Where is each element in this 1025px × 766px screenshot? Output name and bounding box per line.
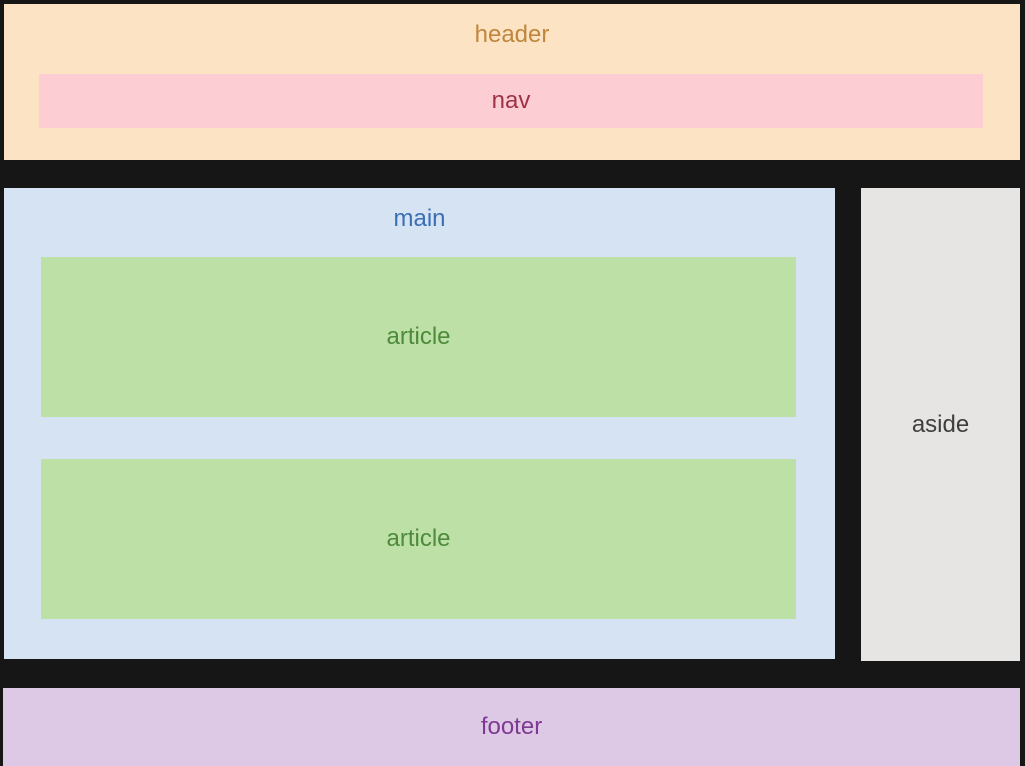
header-label: header — [474, 21, 550, 48]
nav-label: nav — [491, 87, 531, 114]
footer-label: footer — [480, 713, 543, 740]
nav-block: nav — [39, 74, 983, 128]
article-block-1: article — [41, 257, 796, 417]
article-label-2: article — [386, 525, 451, 552]
main-block: main article article — [4, 188, 835, 659]
header-block: header nav — [4, 4, 1020, 160]
aside-label: aside — [911, 410, 970, 438]
footer-block: footer — [3, 688, 1020, 766]
main-label: main — [393, 205, 446, 232]
article-label-1: article — [386, 323, 451, 350]
aside-block: aside — [861, 188, 1020, 661]
article-block-2: article — [41, 459, 796, 619]
